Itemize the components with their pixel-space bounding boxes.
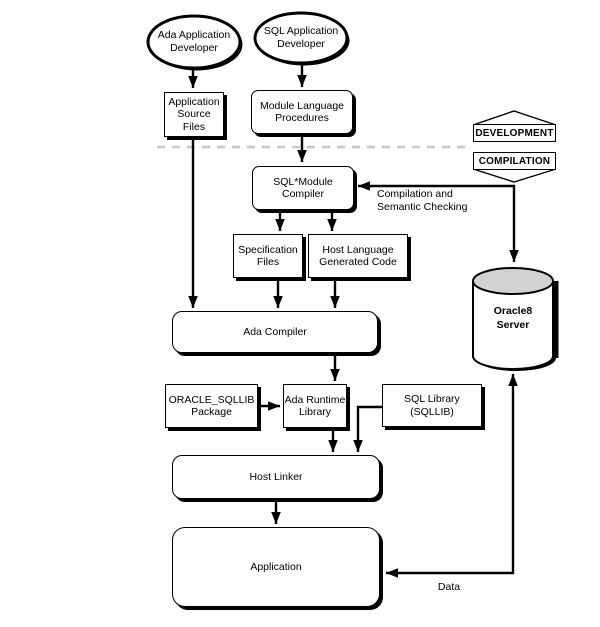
label-line: Ada Runtime xyxy=(284,393,346,406)
label-line: Application xyxy=(168,95,220,108)
label-line: Server xyxy=(496,318,530,331)
label-line: SQL*Module xyxy=(273,175,333,188)
sql-developer-ellipse xyxy=(253,11,350,66)
oracle8-server-label: Oracle8 Server xyxy=(473,305,553,332)
node-sql-module-compiler: SQL*Module Compiler xyxy=(252,166,354,210)
node-host-linker: Host Linker xyxy=(172,455,380,499)
arrow-sql-library-to-host-linker xyxy=(353,405,382,452)
label-line: Files xyxy=(182,120,206,133)
label-line: Library xyxy=(298,406,332,418)
node-ada-runtime-library: Ada Runtime Library xyxy=(283,384,347,428)
label-line: Module Language xyxy=(259,99,345,112)
label-line: Application xyxy=(250,560,302,573)
label-line: Ada Application xyxy=(157,29,231,41)
label-line: Host Language xyxy=(322,243,394,256)
node-sql-library-sqllib: SQL Library (SQLLIB) xyxy=(382,384,482,427)
label-line: Package xyxy=(191,406,232,418)
node-ada-compiler: Ada Compiler xyxy=(172,311,378,353)
label-line: Compilation and xyxy=(377,188,453,200)
label-line: Developer xyxy=(277,38,325,50)
label-line: SQL Application xyxy=(263,25,339,37)
label-line: Procedures xyxy=(275,112,329,124)
node-host-language-generated-code: Host Language Generated Code xyxy=(308,234,408,278)
development-phase-label: DEVELOPMENT xyxy=(475,127,554,139)
data-edge-label: Data xyxy=(424,581,474,594)
ada-developer-label: Ada Application Developer xyxy=(139,29,249,55)
label-line: Oracle8 xyxy=(493,305,533,317)
compilation-banner-vee xyxy=(472,168,557,183)
compilation-checking-edge-label: Compilation and Semantic Checking xyxy=(377,188,477,214)
label-line: Compiler xyxy=(281,188,324,200)
label-line: Source xyxy=(177,108,211,121)
compilation-phase-banner: COMPILATION xyxy=(473,152,556,170)
sql-developer-label: SQL Application Developer xyxy=(246,25,356,51)
development-banner-roof xyxy=(472,110,557,126)
label-line: Data xyxy=(437,581,461,593)
node-module-language-procedures: Module Language Procedures xyxy=(251,90,353,134)
label-line: Developer xyxy=(170,42,218,54)
node-oracle-sqllib-package: ORACLE_SQLLIB Package xyxy=(165,384,258,428)
ada-developer-ellipse xyxy=(146,14,243,71)
label-line: Semantic Checking xyxy=(377,201,468,213)
label-line: Files xyxy=(256,256,280,268)
arrow-data-application-oracle8 xyxy=(386,374,518,578)
oracle8-server-cylinder xyxy=(472,267,559,371)
label-line: Generated Code xyxy=(319,256,397,268)
label-line: (SQLLIB) xyxy=(410,405,454,418)
label-line: ORACLE_SQLLIB xyxy=(168,393,255,406)
node-specification-files: Specification Files xyxy=(233,234,303,278)
label-line: Ada Compiler xyxy=(243,325,307,338)
compilation-phase-label: COMPILATION xyxy=(478,155,551,167)
node-application: Application xyxy=(172,527,380,607)
development-phase-banner: DEVELOPMENT xyxy=(473,124,556,142)
label-line: SQL Library xyxy=(404,393,460,405)
label-line: Specification xyxy=(238,243,298,256)
node-application-source-files: Application Source Files xyxy=(164,92,224,137)
label-line: Host Linker xyxy=(249,470,303,483)
arrow-compilation-semantic-checking xyxy=(358,181,519,262)
